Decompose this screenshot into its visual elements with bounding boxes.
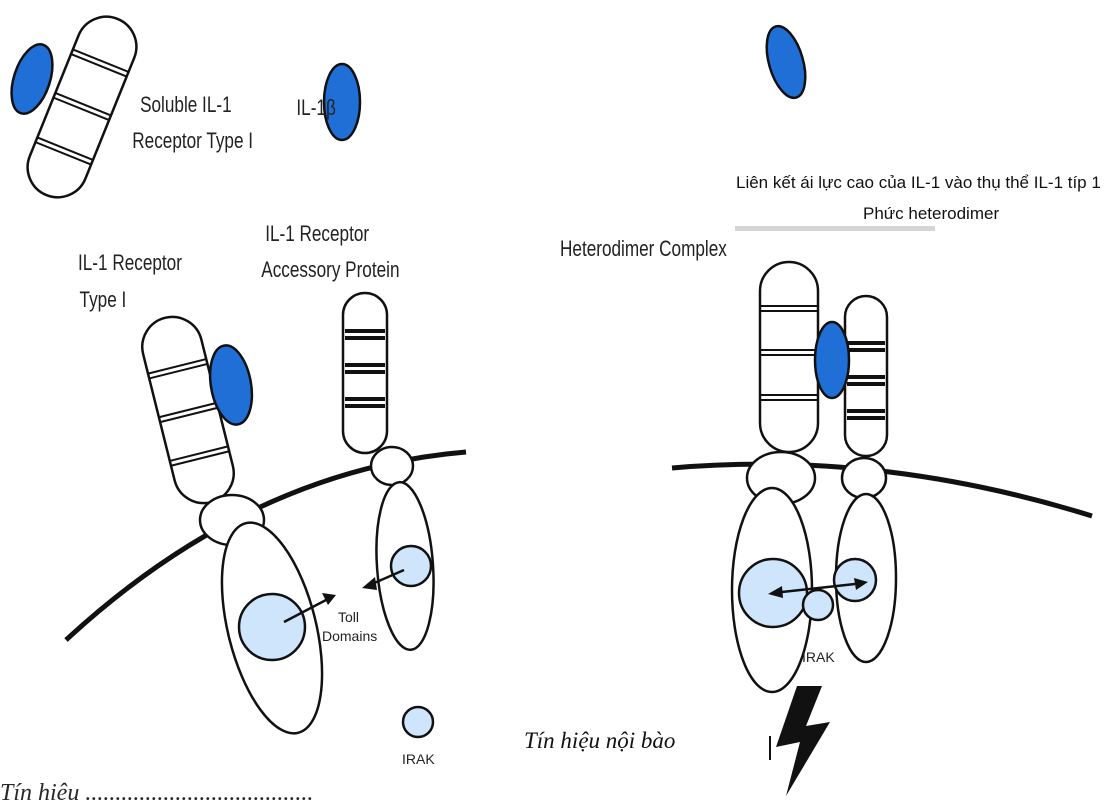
il1-ligand-bound-complex [815, 322, 849, 398]
irak-label-right: IRAK [802, 649, 835, 665]
signal-caption: Tín hiệu nội bào [524, 728, 675, 753]
soluble-receptor-label-1: Soluble IL-1 [140, 93, 232, 118]
soluble-receptor-label-2: Receptor Type I [132, 129, 253, 154]
complex-caption: Phức heterodimer [863, 204, 999, 223]
receptor-type1-label-2: Type I [80, 288, 127, 313]
toll-domain-accessory [391, 546, 431, 586]
svg-text:Tín hiệu .....................: Tín hiệu ...............................… [0, 780, 313, 801]
accessory-label-2: Accessory Protein [261, 258, 399, 283]
irak-protein-left [403, 707, 433, 737]
heterodimer-receptor-type1 [732, 262, 818, 692]
il1-ligand-right [759, 22, 812, 103]
clipped-title-fragment [735, 226, 935, 231]
heterodimer-complex-label: Heterodimer Complex [560, 237, 727, 262]
il1-beta-label: IL-1β [296, 96, 335, 121]
toll-label-1: Toll [338, 609, 359, 625]
receptor-type1-label-1: IL-1 Receptor [78, 251, 182, 276]
toll-domain-type1 [239, 594, 305, 660]
accessory-label-1: IL-1 Receptor [265, 222, 369, 247]
irak-label-left: IRAK [402, 751, 435, 767]
binding-caption: Liên kết ái lực cao của IL-1 vào thụ thể… [736, 173, 1101, 192]
toll-label-2: Domains [322, 628, 377, 644]
lightning-bolt-icon [776, 686, 830, 796]
clipped-bottom-caption: Tín hiệu ...............................… [0, 780, 400, 801]
irak-protein-right [803, 590, 833, 620]
